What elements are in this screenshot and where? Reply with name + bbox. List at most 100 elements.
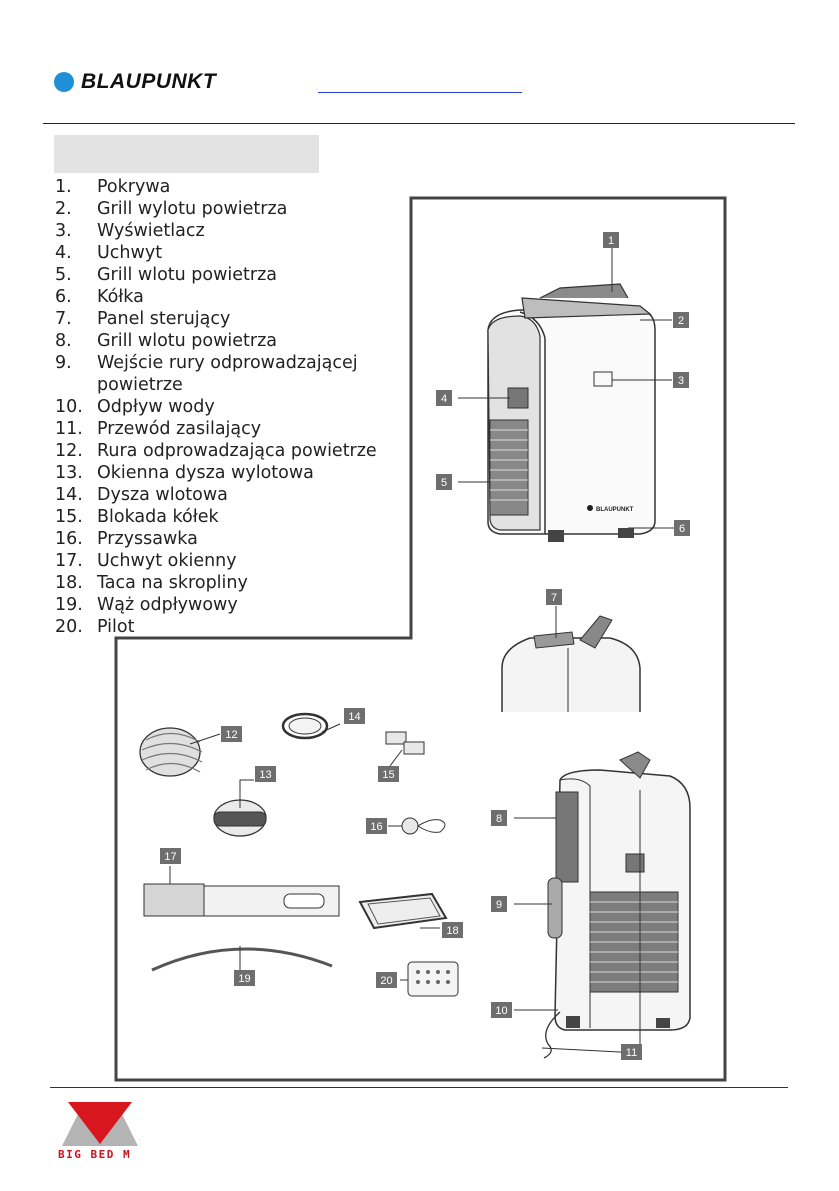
callout-number: 13: [259, 769, 271, 781]
part-number: 5.: [55, 265, 72, 285]
parts-list-item: 2.Grill wylotu powietrza: [55, 198, 387, 220]
header-divider: [43, 123, 795, 124]
leader-lines: [169, 240, 674, 1053]
callout-number: 11: [626, 1047, 637, 1059]
part-number: 3.: [55, 221, 72, 241]
part-label: Panel sterujący: [97, 309, 231, 329]
part-number: 10.: [55, 397, 83, 417]
callout-box: [491, 1002, 512, 1018]
callout-box: [491, 896, 507, 912]
part-label: Grill wylotu powietrza: [97, 199, 288, 219]
callout-box: [491, 810, 507, 826]
part-number: 14.: [55, 485, 83, 505]
callout-11: 11: [621, 1044, 642, 1060]
parts-list-item: 20. Pilot: [55, 616, 387, 638]
part-label: Odpływ wody: [97, 397, 215, 417]
callout-5: 5: [436, 474, 452, 490]
callout-number: 15: [382, 769, 394, 781]
part-number: 12.: [55, 441, 83, 461]
callout-2: 2: [673, 312, 689, 328]
parts-list-item: 11.Przewód zasilający: [55, 418, 387, 440]
callout-number: 4: [441, 393, 447, 405]
parts-list-item: 16.Przyssawka: [55, 528, 387, 550]
ac-unit-front: BLAUPUNKT: [487, 283, 656, 542]
parts-list-item: 14. Dysza wlotowa: [55, 484, 387, 506]
wheel-locks: [385, 731, 425, 755]
part-label: Uchwyt okienny: [97, 551, 237, 571]
parts-list-item: 12.Rura odprowadzająca powietrze: [55, 440, 387, 462]
part-label: Kółka: [97, 287, 144, 307]
callout-number: 3: [678, 375, 684, 387]
callout-number: 5: [441, 477, 447, 489]
drain-hose: [151, 947, 333, 972]
footer-logo-icon: [62, 1102, 138, 1146]
part-label: Przewód zasilający: [97, 419, 262, 439]
callout-3: 3: [673, 372, 689, 388]
callout-6: 6: [674, 520, 690, 536]
part-label: Wyświetlacz: [97, 221, 205, 241]
callout-box: [621, 1044, 642, 1060]
callout-number: 17: [164, 851, 176, 863]
callout-number: 6: [679, 523, 685, 535]
callout-box: [673, 372, 689, 388]
callout-number: 8: [496, 813, 502, 825]
device-brand-label: BLAUPUNKT: [596, 507, 634, 513]
parts-list-item: 1.Pokrywa: [55, 176, 387, 198]
brand-name: BLAUPUNKT: [81, 70, 217, 93]
part-number: 16.: [55, 529, 83, 549]
brand-dot-icon: [54, 72, 74, 92]
callout-box: [344, 708, 365, 724]
parts-list-item: 15.Blokada kółek: [55, 506, 387, 528]
parts-list-item: 8.Grill wlotu powietrza: [55, 330, 387, 352]
parts-list-item: 19.Wąż odpływowy: [55, 594, 387, 616]
callout-box: [673, 312, 689, 328]
header-link-underline[interactable]: [318, 92, 522, 93]
callout-number: 1: [608, 235, 614, 247]
parts-list-item: 17.Uchwyt okienny: [55, 550, 387, 572]
part-label: Okienna dysza wylotowa: [97, 463, 314, 483]
callout-number: 2: [678, 315, 684, 327]
part-number: 6.: [55, 287, 72, 307]
callout-number: 19: [238, 973, 250, 985]
callout-15: 15: [378, 766, 399, 782]
part-number: 20.: [55, 617, 83, 637]
callout-number: 9: [496, 899, 502, 911]
callout-19: 19: [234, 970, 255, 986]
callout-number: 20: [380, 975, 392, 987]
callout-16: 16: [366, 818, 387, 834]
callout-20: 20: [376, 972, 397, 988]
part-label: Grill wlotu powietrza: [97, 265, 278, 285]
callout-box: [436, 390, 452, 406]
callout-number: 16: [370, 821, 382, 833]
part-label: Taca na skropliny: [97, 573, 248, 593]
part-number: 9.: [55, 353, 72, 373]
part-label: Uchwyt: [97, 243, 163, 263]
suction-cup: [401, 817, 446, 835]
footer-logo-text: BIG BED M: [58, 1148, 132, 1161]
part-number: 1.: [55, 177, 72, 197]
parts-list-item: 18.Taca na skropliny: [55, 572, 387, 594]
callout-10: 10: [491, 1002, 512, 1018]
part-number: 7.: [55, 309, 72, 329]
part-number: 13.: [55, 463, 83, 483]
part-number: 8.: [55, 331, 72, 351]
callout-box: [603, 232, 619, 248]
callout-9: 9: [491, 896, 507, 912]
part-label: Wejście rury odprowadzającej powietrze: [97, 353, 358, 395]
callout-box: [546, 589, 562, 605]
part-label: Pilot: [97, 617, 135, 637]
callout-1: 1: [603, 232, 619, 248]
callout-box: [234, 970, 255, 986]
part-label: Dysza wlotowa: [97, 485, 228, 505]
parts-list-item: 9. Wejście rury odprowadzającej powietrze: [55, 352, 387, 396]
callout-box: [221, 726, 242, 742]
window-nozzle: [213, 799, 267, 837]
callout-box: [255, 766, 276, 782]
callout-number: 10: [495, 1005, 507, 1017]
callout-4: 4: [436, 390, 452, 406]
parts-list-item: 6. Kółka: [55, 286, 387, 308]
remote-control: [407, 961, 459, 997]
part-number: 19.: [55, 595, 83, 615]
